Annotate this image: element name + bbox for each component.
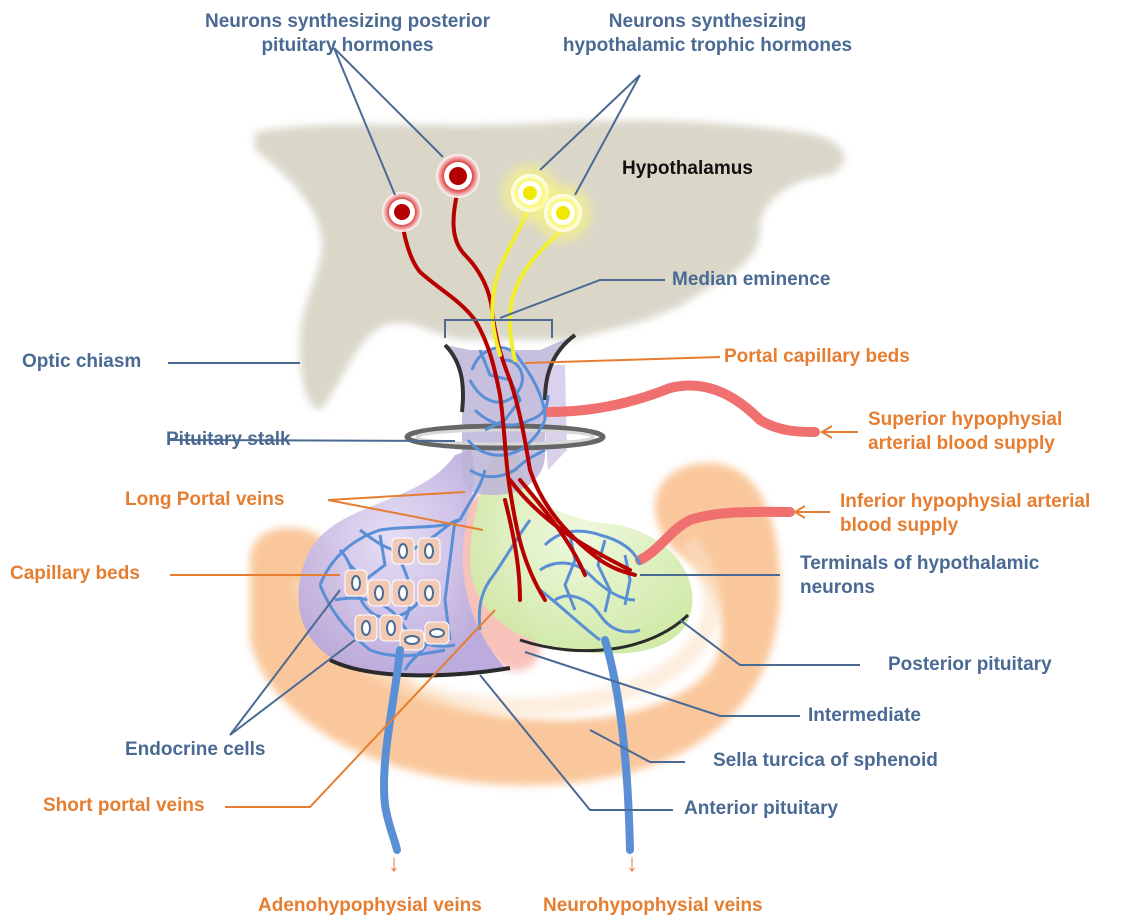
portal-capillary-beds-label: Portal capillary beds xyxy=(724,345,910,369)
neurons-posterior-line-1: Neurons synthesizing posterior xyxy=(180,10,515,34)
neurons-posterior-line-2: pituitary hormones xyxy=(180,34,515,58)
inferior-supply-line-2: blood supply xyxy=(840,514,1090,538)
adenohypophysial-veins-label: Adenohypophysial veins xyxy=(258,894,482,918)
capillary-beds-label: Capillary beds xyxy=(10,562,140,586)
neuro-arrow-icon: ↓ xyxy=(626,852,638,876)
median-eminence-label: Median eminence xyxy=(672,268,830,292)
long-portal-veins-label: Long Portal veins xyxy=(125,488,284,512)
endocrine-cells-label: Endocrine cells xyxy=(125,738,265,762)
anterior-pituitary-label: Anterior pituitary xyxy=(684,797,838,821)
inferior-supply-label: Inferior hypophysial arterial blood supp… xyxy=(840,490,1090,538)
posterior-neuron-2 xyxy=(436,154,480,198)
inferior-supply-line-1: Inferior hypophysial arterial xyxy=(840,490,1090,514)
terminals-line-2: neurons xyxy=(800,576,1039,600)
short-portal-veins-label: Short portal veins xyxy=(43,794,205,818)
terminals-label: Terminals of hypothalamic neurons xyxy=(800,552,1039,600)
trophic-neuron-2 xyxy=(535,185,591,241)
adeno-arrow-icon: ↓ xyxy=(388,852,400,876)
neurons-trophic-line-2: hypothalamic trophic hormones xyxy=(535,34,880,58)
optic-chiasm-label: Optic chiasm xyxy=(22,350,141,374)
intermediate-label: Intermediate xyxy=(808,704,921,728)
superior-supply-line-1: Superior hypophysial xyxy=(868,408,1062,432)
posterior-neuron-1 xyxy=(382,192,422,232)
neurons-trophic-line-1: Neurons synthesizing xyxy=(535,10,880,34)
superior-supply-line-2: arterial blood supply xyxy=(868,432,1062,456)
sella-turcica-label: Sella turcica of sphenoid xyxy=(713,749,938,773)
pituitary-stalk-label: Pituitary stalk xyxy=(166,428,291,452)
superior-supply-label: Superior hypophysial arterial blood supp… xyxy=(868,408,1062,456)
posterior-pituitary-label: Posterior pituitary xyxy=(888,653,1052,677)
neurons-trophic-label: Neurons synthesizing hypothalamic trophi… xyxy=(535,10,880,58)
neurons-posterior-label: Neurons synthesizing posterior pituitary… xyxy=(180,10,515,58)
hypothalamus-label: Hypothalamus xyxy=(622,157,753,181)
superior-artery xyxy=(548,386,815,432)
neurohypophysial-veins-label: Neurohypophysial veins xyxy=(543,894,763,918)
terminals-line-1: Terminals of hypothalamic xyxy=(800,552,1039,576)
